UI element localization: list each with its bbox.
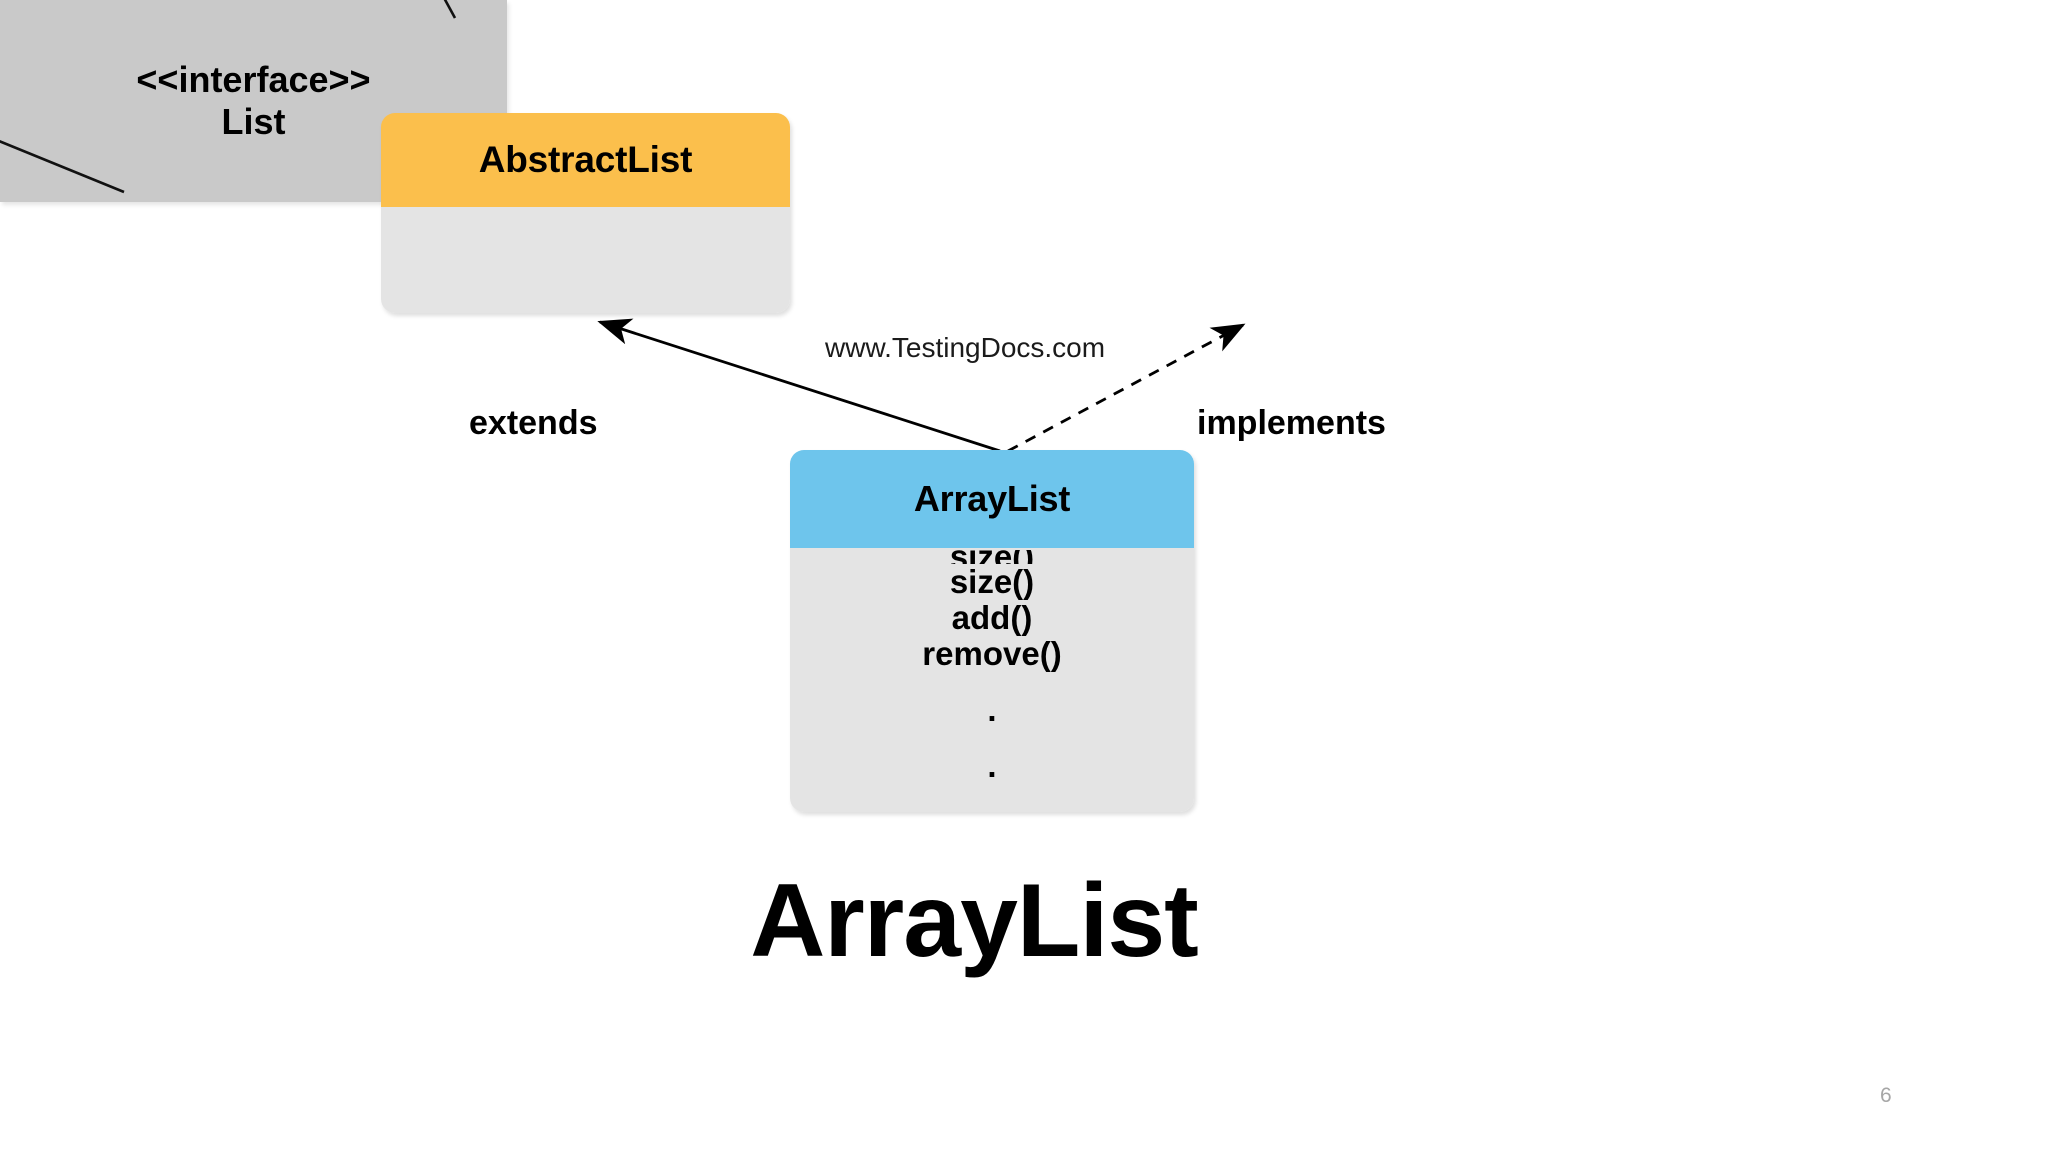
class-box-arraylist[interactable]: ArrayList size() size() add() remove() .… <box>790 450 1194 812</box>
class-name-arraylist: ArrayList <box>790 450 1194 548</box>
relationship-label-implements: implements <box>1197 404 1386 442</box>
class-name-list: List <box>221 101 286 142</box>
page-number: 6 <box>1880 1084 1892 1107</box>
page-title: ArrayList <box>750 863 1199 979</box>
member-add: add() <box>951 598 1033 636</box>
stereotype-label-list: <<interface>> <box>136 58 371 100</box>
class-name-abstractlist: AbstractList <box>381 113 790 207</box>
class-members-abstractlist <box>381 207 790 313</box>
continuation-dot-2: . <box>987 747 997 785</box>
watermark-text: www.TestingDocs.com <box>825 332 1106 363</box>
relationship-label-extends: extends <box>469 404 598 442</box>
class-members-arraylist: size() size() add() remove() . . <box>790 548 1194 812</box>
member-remove: remove() <box>922 634 1062 672</box>
member-size: size() <box>949 563 1035 600</box>
class-box-abstractlist[interactable]: AbstractList <box>381 113 790 313</box>
clipped-member-row: size() <box>950 550 1034 564</box>
continuation-dot-1: . <box>987 690 997 728</box>
